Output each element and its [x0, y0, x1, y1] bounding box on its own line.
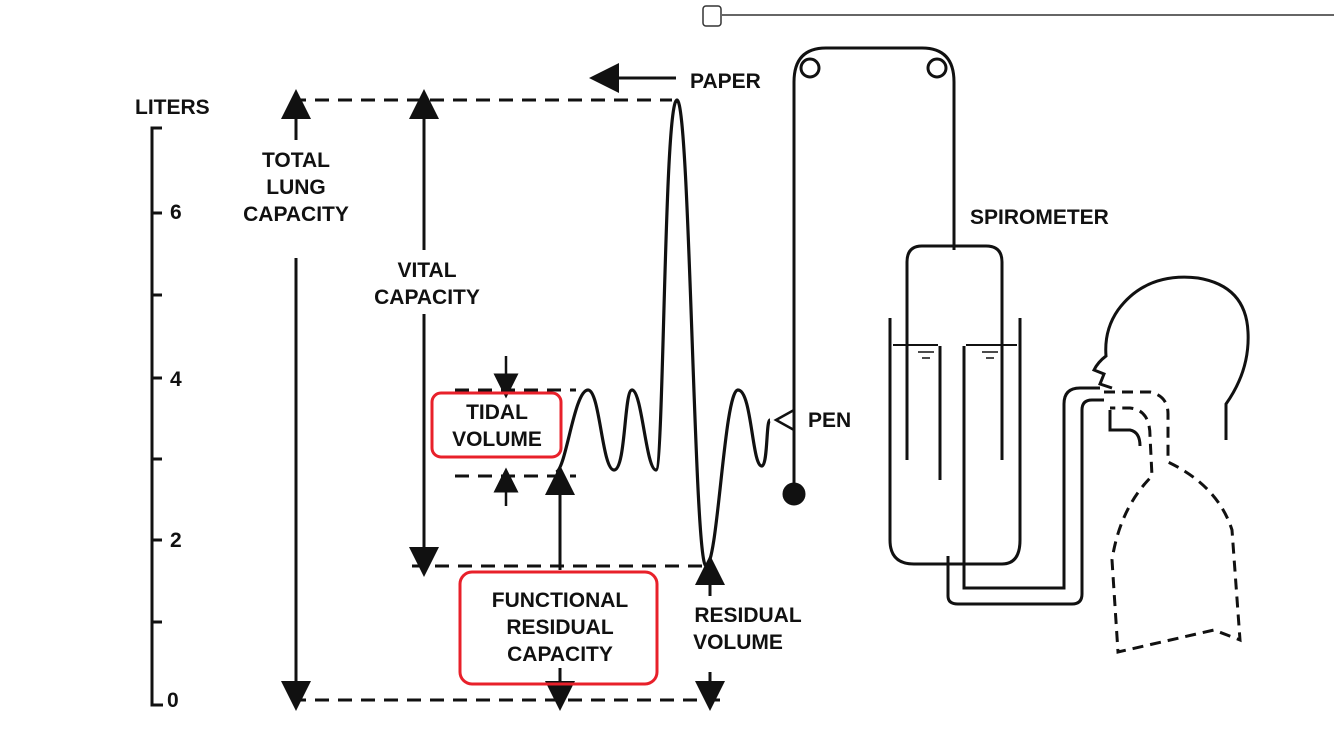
tick-label-4: 4 [170, 368, 182, 391]
tick-label-2: 2 [170, 529, 182, 552]
vital-capacity-line-1: VITAL [397, 259, 456, 282]
pen: PEN [773, 407, 851, 433]
total-lung-capacity-line-2: LUNG [266, 176, 326, 199]
frc-line-1: FUNCTIONAL [492, 589, 629, 612]
weight-icon [782, 482, 806, 506]
frc-line-2: RESIDUAL [506, 616, 614, 639]
pulley-icon [926, 57, 948, 79]
functional-residual-capacity: FUNCTIONAL RESIDUAL CAPACITY [458, 465, 659, 711]
paper-direction: PAPER [589, 63, 761, 93]
tidal-volume: TIDAL VOLUME [430, 356, 563, 506]
paper-label: PAPER [690, 70, 761, 93]
frc-line-3: CAPACITY [507, 643, 613, 666]
residual-volume-line-1: RESIDUAL [694, 604, 802, 627]
triangle-pointer-icon [773, 407, 796, 433]
tick-label-6: 6 [170, 201, 182, 224]
lungs-outline-icon [1104, 390, 1242, 654]
tidal-volume-highlight-box [430, 391, 563, 459]
slider-handle[interactable] [702, 5, 1334, 27]
pen-label: PEN [808, 409, 851, 432]
tidal-volume-line-2: VOLUME [452, 428, 542, 451]
total-lung-capacity-line-3: CAPACITY [243, 203, 349, 226]
total-lung-capacity: TOTAL LUNG CAPACITY [243, 89, 349, 711]
pulley-system [782, 46, 956, 506]
vital-capacity: VITAL CAPACITY [374, 89, 480, 577]
tick-label-0: 0 [167, 689, 179, 712]
spirometer-label: SPIROMETER [970, 206, 1109, 229]
pulley-icon [799, 57, 821, 79]
y-axis: LITERS 0 2 4 6 [135, 96, 210, 712]
person-head-icon [1091, 275, 1250, 447]
vital-capacity-line-2: CAPACITY [374, 286, 480, 309]
residual-volume-line-2: VOLUME [693, 631, 783, 654]
spirometer: SPIROMETER [888, 206, 1109, 606]
residual-volume: RESIDUAL VOLUME [693, 555, 802, 711]
axis-title: LITERS [135, 96, 210, 119]
spirogram-trace [554, 98, 772, 568]
frc-highlight-box [458, 570, 659, 686]
total-lung-capacity-line-1: TOTAL [262, 149, 330, 172]
tidal-volume-line-1: TIDAL [466, 401, 528, 424]
